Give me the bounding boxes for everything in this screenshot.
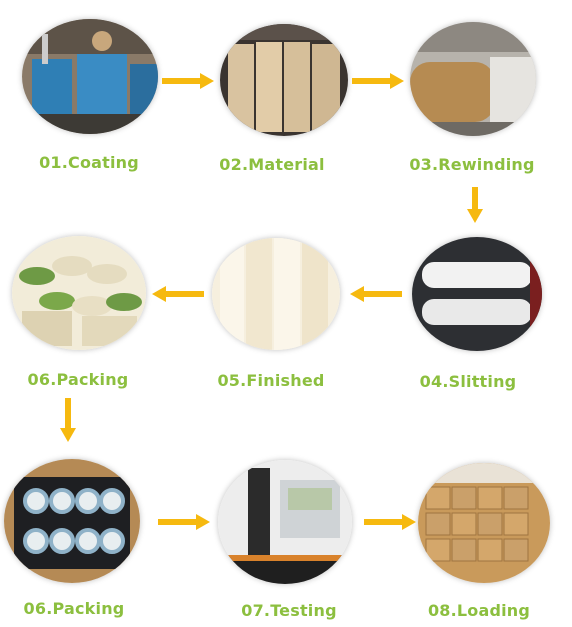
step-label-02: 02.Material (219, 155, 325, 174)
step-label-07: 07.Testing (241, 601, 337, 620)
step-label-04: 04.Slitting (419, 372, 517, 391)
loaded-cartons-photo (418, 463, 550, 583)
step-label-06a: 06.Packing (27, 370, 129, 389)
arrow-down-icon (60, 398, 76, 442)
boxed-rolls-photo (4, 459, 140, 583)
coating-machine-photo (22, 19, 158, 134)
arrow-down-icon (467, 187, 483, 223)
step-label-06b: 06.Packing (23, 599, 125, 618)
step-label-03: 03.Rewinding (409, 155, 535, 174)
rewinding-machine-photo (410, 22, 536, 136)
testing-machine-photo (218, 460, 352, 584)
step-label-05: 05.Finished (217, 371, 325, 390)
arrow-right-icon (158, 514, 210, 530)
finished-rolls-photo (212, 238, 340, 350)
arrow-left-icon (152, 286, 204, 302)
step-label-01: 01.Coating (39, 153, 139, 172)
slitting-machine-photo (412, 237, 542, 351)
arrow-right-icon (162, 73, 214, 89)
material-rolls-photo (220, 24, 348, 136)
arrow-right-icon (352, 73, 404, 89)
arrow-right-icon (364, 514, 416, 530)
step-label-08: 08.Loading (427, 601, 531, 620)
arrow-left-icon (350, 286, 402, 302)
tape-rolls-photo (12, 236, 146, 350)
